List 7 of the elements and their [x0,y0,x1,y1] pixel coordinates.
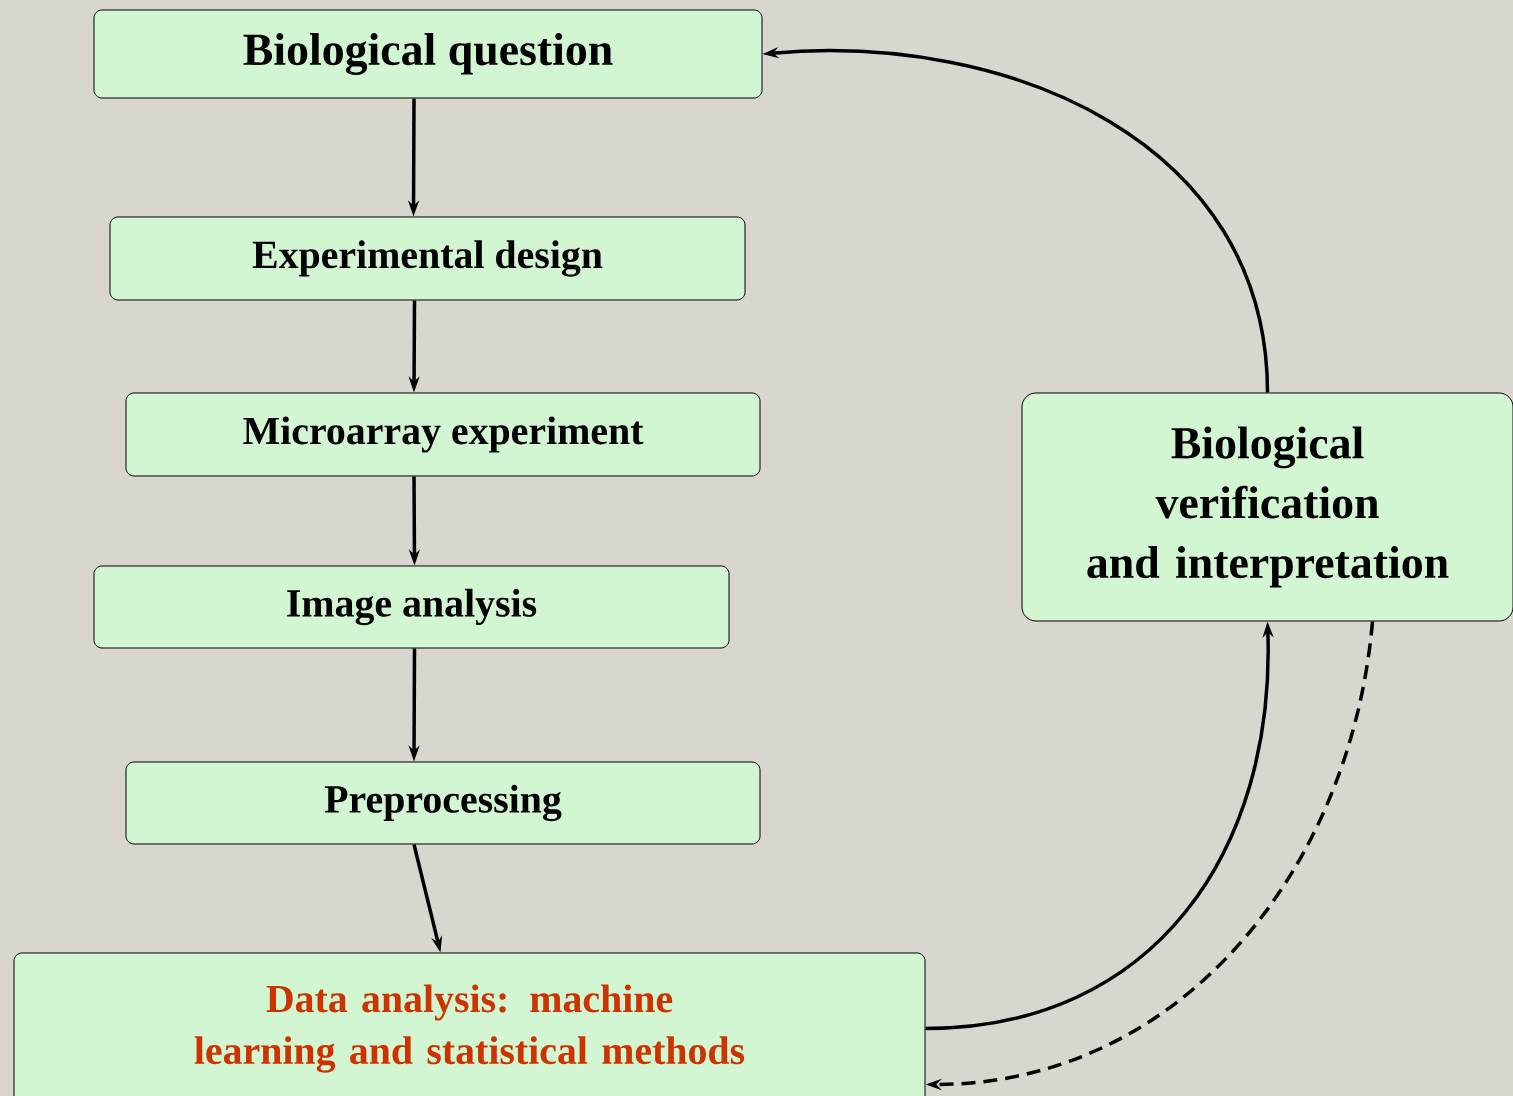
process-box: Data analysis: machine learning and statistical methods [13,952,926,1096]
process-box: Image analysis [93,565,730,649]
process-box: Microarray experiment [125,392,761,477]
process-box: Experimental design [109,216,746,301]
process-box: Biological question [93,9,763,99]
process-box: Preprocessing [125,761,761,845]
process-box: Biological verification and interpretation [1021,392,1513,622]
